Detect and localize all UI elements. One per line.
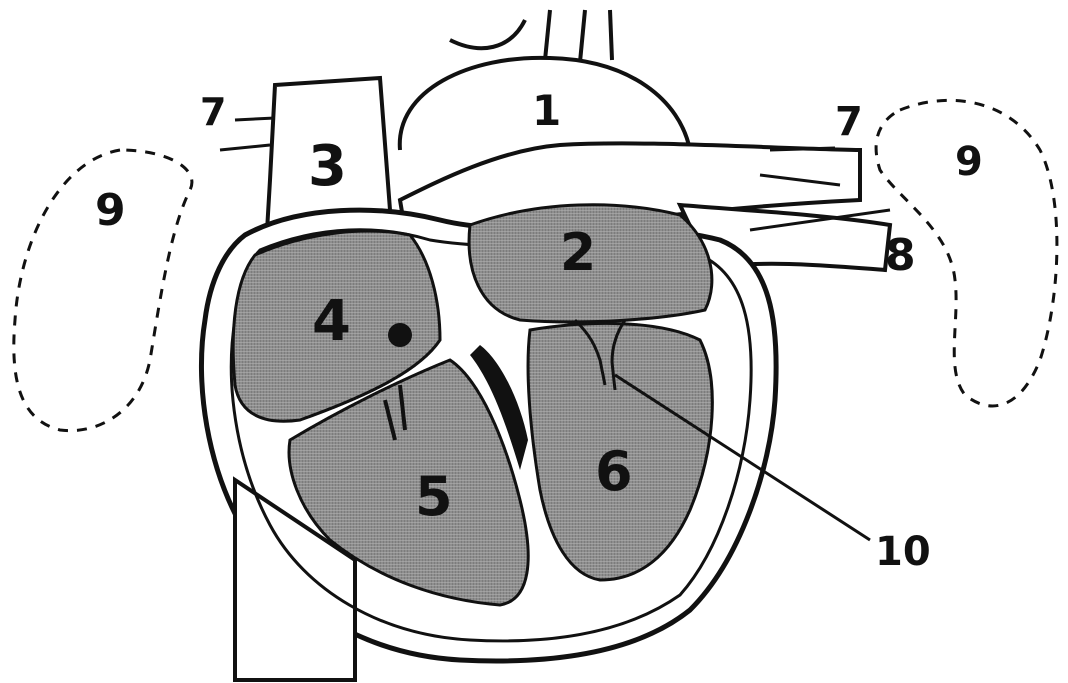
label-8: 8 bbox=[885, 230, 916, 281]
label-4: 4 bbox=[312, 289, 351, 354]
label-9-right: 9 bbox=[955, 139, 983, 185]
label-5: 5 bbox=[415, 465, 453, 528]
label-1: 1 bbox=[532, 86, 561, 135]
leader-7-left bbox=[235, 118, 275, 120]
label-2: 2 bbox=[560, 223, 596, 283]
top-vessels bbox=[450, 10, 612, 62]
sa-node bbox=[388, 323, 412, 347]
leader-7-right bbox=[770, 148, 835, 150]
label-6: 6 bbox=[595, 440, 633, 503]
label-9-left: 9 bbox=[95, 185, 126, 236]
leader-9-left bbox=[220, 145, 270, 150]
label-7-right: 7 bbox=[835, 99, 863, 145]
label-10: 10 bbox=[875, 529, 931, 575]
label-7-left: 7 bbox=[200, 90, 226, 134]
label-3: 3 bbox=[308, 134, 347, 199]
